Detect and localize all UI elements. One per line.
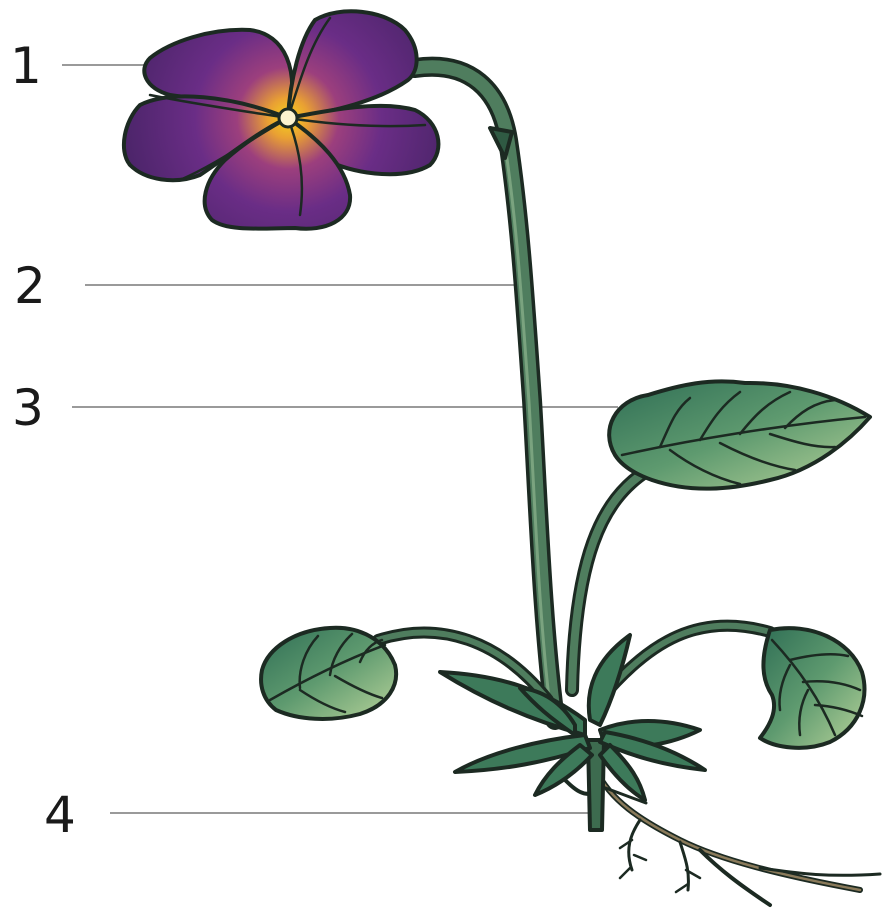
lower-right-leaf — [760, 628, 864, 748]
flower-stem — [415, 67, 555, 720]
roots — [560, 770, 880, 905]
lower-left-leaf — [261, 628, 396, 719]
label-3: 3 — [12, 379, 44, 437]
label-4: 4 — [44, 786, 76, 844]
label-2: 2 — [14, 257, 46, 315]
flower — [124, 11, 439, 228]
flower-center — [279, 109, 297, 127]
label-1: 1 — [10, 37, 42, 95]
upper-leaf — [609, 381, 870, 488]
leaf-stalks — [378, 470, 770, 700]
